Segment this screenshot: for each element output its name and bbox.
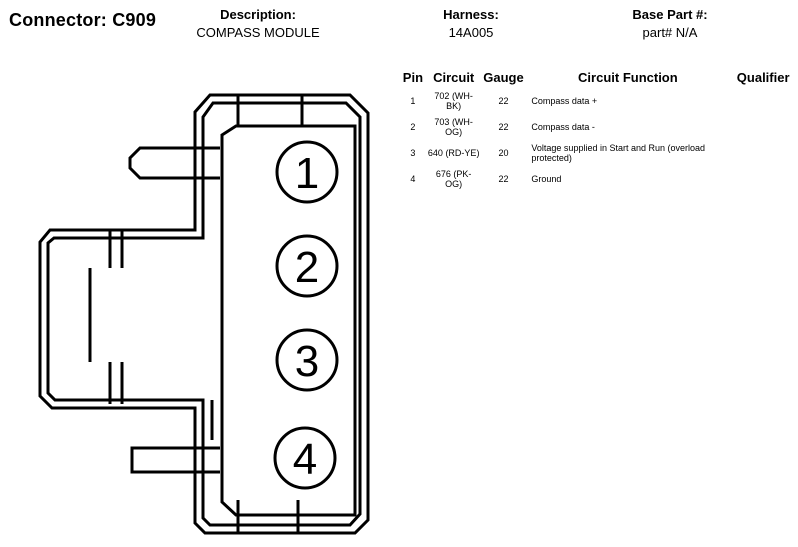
gauge-cell: 20 xyxy=(498,147,509,158)
pin-cell: 3 xyxy=(410,147,416,158)
gauge-cell: 22 xyxy=(498,173,509,184)
qualifier-cell xyxy=(728,141,798,167)
pin-cell: 1 xyxy=(410,95,416,106)
col-qualifier-header: Qualifier xyxy=(736,70,790,85)
function-cell: Ground xyxy=(531,173,562,184)
table-row: 1 702 (WH-BK) 22 Compass data + xyxy=(398,89,798,115)
pin-table-header: Pin Circuit Gauge Circuit Function Quali… xyxy=(398,70,798,89)
circuit-cell: 640 (RD-YE) xyxy=(427,147,480,158)
harness-value: 14A005 xyxy=(448,25,494,40)
pin-number-labels: 1 2 3 4 xyxy=(293,149,319,484)
pin-table: Pin Circuit Gauge Circuit Function Quali… xyxy=(398,70,798,193)
circuit-cell: 703 (WH-OG) xyxy=(434,116,473,137)
table-row: 2 703 (WH-OG) 22 Compass data - xyxy=(398,115,798,141)
pin-cell: 4 xyxy=(410,173,416,184)
pin-3-socket xyxy=(275,328,339,392)
table-row: 3 640 (RD-YE) 20 Voltage supplied in Sta… xyxy=(398,141,798,167)
col-function-header: Circuit Function xyxy=(578,70,678,85)
pin-cell: 2 xyxy=(410,121,416,132)
description-value: COMPASS MODULE xyxy=(196,25,320,40)
function-cell: Compass data - xyxy=(531,121,595,132)
pin-1-socket xyxy=(275,140,339,204)
description-block: Description: COMPASS MODULE xyxy=(182,7,334,40)
col-circuit-header: Circuit xyxy=(433,70,475,85)
connector-housing xyxy=(38,93,370,535)
function-cell: Voltage supplied in Start and Run (overl… xyxy=(531,142,706,163)
base-part-value: part# N/A xyxy=(642,25,698,40)
connector-title: Connector: C909 xyxy=(9,10,157,30)
base-part-block: Base Part #: part# N/A xyxy=(618,7,722,40)
pin-4-label: 4 xyxy=(293,435,317,484)
circuit-cell: 676 (PK-OG) xyxy=(435,168,472,189)
base-part-label: Base Part #: xyxy=(632,7,708,22)
pin-2-socket xyxy=(275,234,339,298)
gauge-cell: 22 xyxy=(498,95,509,106)
description-label: Description: xyxy=(220,7,296,22)
harness-label: Harness: xyxy=(443,7,499,22)
pin-3-label: 3 xyxy=(295,337,319,386)
qualifier-cell xyxy=(728,167,798,193)
function-cell: Compass data + xyxy=(531,95,598,106)
qualifier-cell xyxy=(728,89,798,115)
pin-4-socket xyxy=(273,426,337,490)
col-gauge-header: Gauge xyxy=(483,70,524,85)
gauge-cell: 22 xyxy=(498,121,509,132)
col-pin-header: Pin xyxy=(402,70,424,85)
pin-2-label: 2 xyxy=(295,243,319,292)
harness-block: Harness: 14A005 xyxy=(416,7,526,40)
table-row: 4 676 (PK-OG) 22 Ground xyxy=(398,167,798,193)
connector-face-diagram: 1 2 3 4 xyxy=(38,93,370,535)
circuit-cell: 702 (WH-BK) xyxy=(434,90,473,111)
pin-1-label: 1 xyxy=(295,149,319,198)
qualifier-cell xyxy=(728,115,798,141)
pin-circles xyxy=(273,140,339,490)
